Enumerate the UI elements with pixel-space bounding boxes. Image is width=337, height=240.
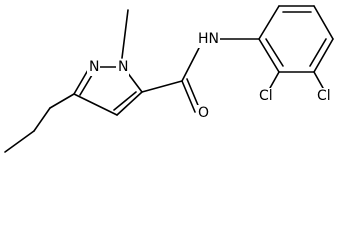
propyl-bond-3 [49, 93, 75, 109]
benzene-bond-3 [313, 5, 334, 40]
amide-bond-c-n [181, 47, 200, 82]
chlorine-3-label: Cl [317, 88, 331, 104]
ring-bond-c5-c4 [116, 91, 143, 116]
methyl-nitrogen-bg [116, 59, 129, 76]
chlorine-bond-3 [313, 71, 324, 89]
ring-bond-c3-n2-double [79, 74, 93, 96]
propyl-bond-2 [33, 107, 51, 132]
amide-bond-c5-c [141, 80, 183, 93]
ring-nitrogen-bg [87, 59, 100, 76]
benzene-bond-1 [258, 5, 280, 40]
ring-nitrogen-label: N [89, 59, 99, 75]
ring-bond-c3-n2 [73, 69, 89, 95]
carbonyl-bond-1 [181, 80, 196, 113]
methyl-bond [121, 9, 129, 59]
benzene-bond-6 [258, 38, 280, 73]
benzene-bond-6-double [265, 38, 284, 67]
ring-bond-c5-c4-double [113, 91, 137, 111]
propyl-bond-1 [4, 130, 35, 153]
ring-bond-c4-c3 [73, 93, 118, 116]
ring-bond-n1-c5 [126, 71, 143, 93]
structure-canvas: N N HN O Cl Cl [4, 5, 334, 153]
amide-nh-bg [197, 31, 220, 48]
chlorine-2-label: Cl [259, 88, 273, 104]
methyl-nitrogen-label: N [118, 59, 128, 75]
carbonyl-bond-2 [186, 78, 201, 111]
amide-nh-label: HN [198, 31, 219, 47]
benzene-bond-4 [313, 38, 334, 73]
carbonyl-oxygen-label: O [198, 105, 209, 121]
benzene-bond-4-double [309, 38, 327, 67]
chlorine-bond-2 [269, 71, 280, 89]
chlorine-3-bg [316, 88, 334, 105]
chlorine-2-bg [258, 88, 276, 105]
molecule-structure: N N HN O Cl Cl [4, 5, 334, 153]
carbonyl-oxygen-bg [196, 105, 210, 122]
